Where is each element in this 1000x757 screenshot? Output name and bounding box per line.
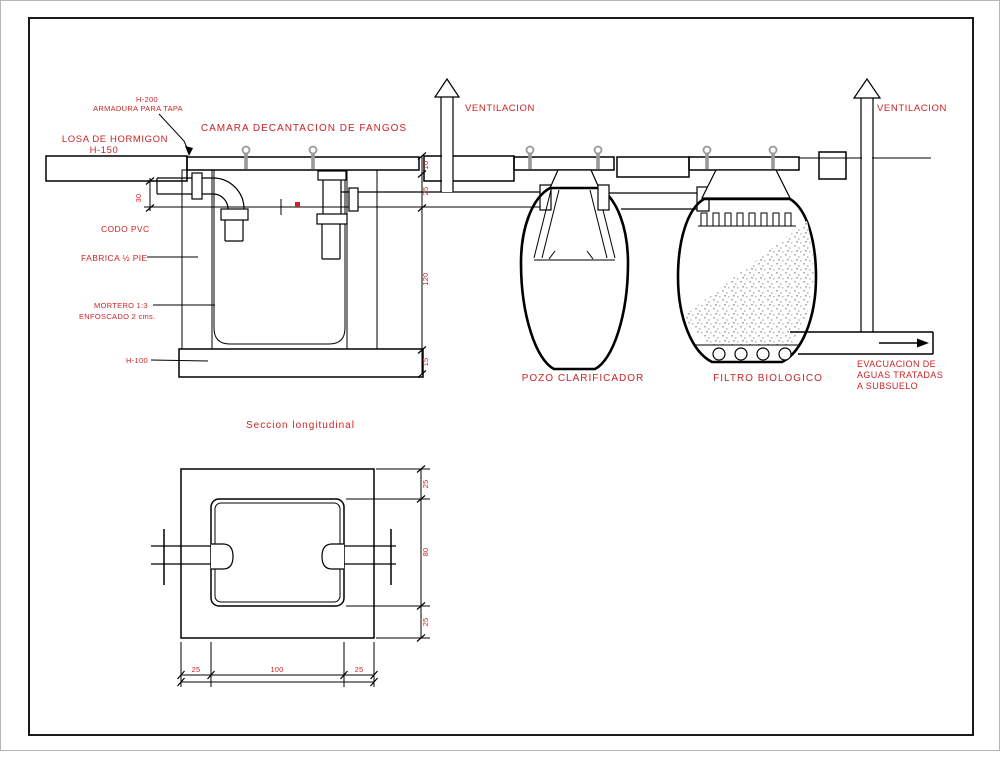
filtro-body [676, 197, 818, 364]
dim-entrada: 30 [134, 194, 143, 203]
dim-cs-izq: 25 [192, 665, 201, 674]
drain-hole-icon [712, 347, 726, 361]
pozo-body [519, 186, 630, 371]
pozo-outlet-flange [597, 184, 610, 211]
cross-pipe-right [321, 529, 396, 585]
cross-section-walls [180, 468, 375, 639]
drain-hole-icon [734, 347, 748, 361]
label-losa: LOSA DE HORMIGON [62, 134, 168, 145]
label-seccion-title: Seccion longitudinal [246, 420, 355, 431]
dim-murete: 25 [421, 187, 430, 196]
dim-cs-alto-sup: 25 [421, 480, 430, 489]
ground-and-covers [45, 145, 931, 182]
dim-losa-espesor: 10 [421, 161, 430, 170]
main-dimension-chain [144, 151, 427, 379]
cross-dimensions [176, 464, 430, 687]
chamber-wall-right [346, 169, 378, 350]
label-evacuacion-1: EVACUACION DE [857, 359, 936, 369]
label-pozo: POZO CLARIFICADOR [522, 373, 645, 384]
pozo-neck [549, 169, 600, 189]
drain-hole-icon [778, 347, 792, 361]
filter-media [685, 221, 814, 345]
vent-arrow-cap-icon [433, 77, 461, 98]
label-armadura-grade: H-200 [136, 95, 158, 104]
label-codo: CODO PVC [101, 224, 150, 234]
label-armadura: ARMADURA PARA TAPA [93, 104, 183, 113]
filtro-distributor-comb [698, 212, 796, 227]
leader-arrowhead-icon [185, 146, 193, 156]
label-ventilacion-left: VENTILACION [465, 103, 535, 114]
outlet-tee-pipe [316, 170, 548, 260]
dim-cs-alto-med: 80 [421, 548, 430, 557]
inlet-elbow-pipe [156, 172, 249, 242]
dim-profundidad: 120 [421, 272, 430, 285]
cross-section-figure [151, 464, 430, 687]
label-camara: CAMARA DECANTACION DE FANGOS [201, 123, 407, 134]
vent-arrow-cap-icon [852, 77, 882, 99]
label-evacuacion-2: AGUAS TRATADAS [857, 370, 943, 380]
label-evacuacion-3: A SUBSUELO [857, 381, 918, 391]
cross-pipe-left [151, 529, 234, 585]
label-fabrica: FABRICA ½ PIE [81, 253, 148, 263]
pozo-clarificador [519, 169, 699, 371]
label-losa-grade: H-150 [90, 145, 119, 156]
label-enfoscado: ENFOSCADO 2 cms. [79, 312, 155, 321]
red-annotations: H-200 ARMADURA PARA TAPA CAMARA DECANTAC… [62, 95, 947, 674]
chamber-wall-left [181, 169, 213, 350]
cover-slab-chamber [186, 156, 420, 171]
pozo-inner-cone [533, 189, 616, 261]
concrete-block-right [818, 151, 847, 180]
chamber-base-slab [178, 348, 424, 378]
annotation-leaders [147, 113, 215, 362]
drain-hole-icon [756, 347, 770, 361]
filtro-neck [701, 169, 791, 199]
mortar-lining [213, 170, 346, 345]
label-h100: H-100 [126, 356, 148, 365]
dim-mark [295, 202, 300, 207]
label-mortero: MORTERO 1:3 [94, 301, 148, 310]
ventilation-pipe-right [852, 77, 882, 332]
filtro-biologico [676, 169, 818, 364]
dim-cs-alto-inf: 25 [421, 618, 430, 627]
drawing-frame [28, 17, 974, 736]
dim-cs-interior: 100 [270, 665, 283, 674]
dim-cs-der: 25 [355, 665, 364, 674]
decantation-chamber [144, 169, 548, 378]
ventilation-pipe-left [433, 77, 461, 192]
flow-arrowhead-icon [917, 338, 929, 348]
label-ventilacion-right: VENTILACION [877, 103, 947, 114]
label-filtro: FILTRO BIOLOGICO [713, 373, 823, 384]
dim-solera: 15 [421, 358, 430, 367]
